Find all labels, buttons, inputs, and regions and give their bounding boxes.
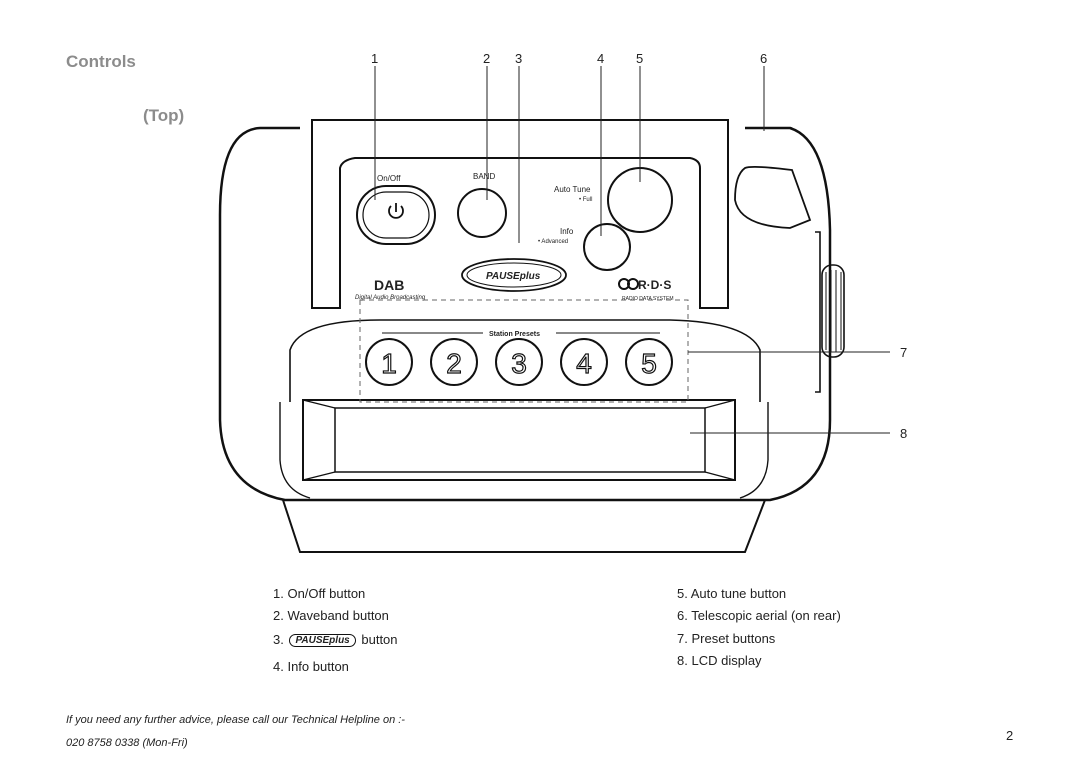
preset-label-5: 5 [641, 348, 657, 379]
dab-logo: DAB [374, 277, 404, 293]
rds-icon [618, 278, 639, 290]
callout-4: 4 [597, 51, 604, 66]
legend-item-3: 3. PAUSEplus button [273, 632, 398, 648]
pauseplus-logo: PAUSEplus [486, 271, 541, 282]
legend-item-4: 4. Info button [273, 659, 349, 674]
lcd-screen [334, 407, 706, 473]
callout-6: 6 [760, 51, 767, 66]
onoff-button [356, 185, 436, 245]
preset-label-3: 3 [511, 348, 527, 379]
onoff-label: On/Off [377, 174, 401, 183]
preset-button-5 [625, 338, 673, 386]
front-recess [289, 319, 761, 402]
page-subtitle: (Top) [143, 106, 185, 125]
helpline-number: 020 8758 0338 (Mon-Fri) [66, 737, 188, 749]
radio-top-diagram: 1 2 3 4 5 6 7 8 On/Off BAND Auto Tune • … [218, 51, 907, 553]
legend-item-1: 1. On/Off button [273, 586, 366, 601]
callout-2: 2 [483, 51, 490, 66]
dab-caption: Digital Audio Broadcasting [355, 295, 426, 301]
auto-tune-sub-label: • Full [579, 197, 592, 203]
info-label: Info [560, 227, 574, 236]
pauseplus-inline-logo: PAUSEplus [289, 634, 356, 648]
callout-1: 1 [371, 51, 378, 66]
preset-button-3 [495, 338, 543, 386]
side-knob [821, 264, 845, 358]
callout-7: 7 [900, 345, 907, 360]
page-title: Controls [66, 52, 136, 71]
band-label: BAND [473, 172, 495, 181]
band-button [457, 188, 507, 238]
legend-item-8: 8. LCD display [677, 653, 762, 668]
info-sub-label: • Advanced [538, 239, 568, 245]
preset-label-4: 4 [576, 348, 592, 379]
preset-region-dashed [359, 299, 689, 403]
preset-button-2 [430, 338, 478, 386]
lcd-frame [302, 399, 736, 481]
helpline-text: If you need any further advice, please c… [66, 714, 405, 726]
handle-left [311, 119, 729, 309]
callout-5: 5 [636, 51, 643, 66]
page-number: 2 [1006, 728, 1014, 743]
radio-base [282, 499, 766, 553]
radio-body-outline [218, 126, 832, 502]
legend-item-2: 2. Waveband button [273, 608, 389, 623]
rds-caption: RADIO DATA SYSTEM [622, 296, 674, 302]
pauseplus-button [461, 258, 567, 292]
legend-item-5: 5. Auto tune button [677, 586, 787, 601]
telescopic-aerial [734, 165, 812, 229]
callout-3: 3 [515, 51, 522, 66]
info-button [583, 223, 631, 271]
preset-label-1: 1 [381, 348, 397, 379]
preset-button-1 [365, 338, 413, 386]
rds-logo: R·D·S [638, 278, 671, 292]
station-presets-label: Station Presets [489, 331, 540, 338]
legend-item-7: 7. Preset buttons [677, 631, 776, 646]
legend-item-6: 6. Telescopic aerial (on rear) [677, 608, 841, 623]
preset-label-2: 2 [446, 348, 462, 379]
preset-button-4 [560, 338, 608, 386]
power-icon [388, 205, 404, 219]
callout-8: 8 [900, 426, 907, 441]
side-knob-frame [815, 231, 821, 393]
auto-tune-label: Auto Tune [554, 185, 591, 194]
